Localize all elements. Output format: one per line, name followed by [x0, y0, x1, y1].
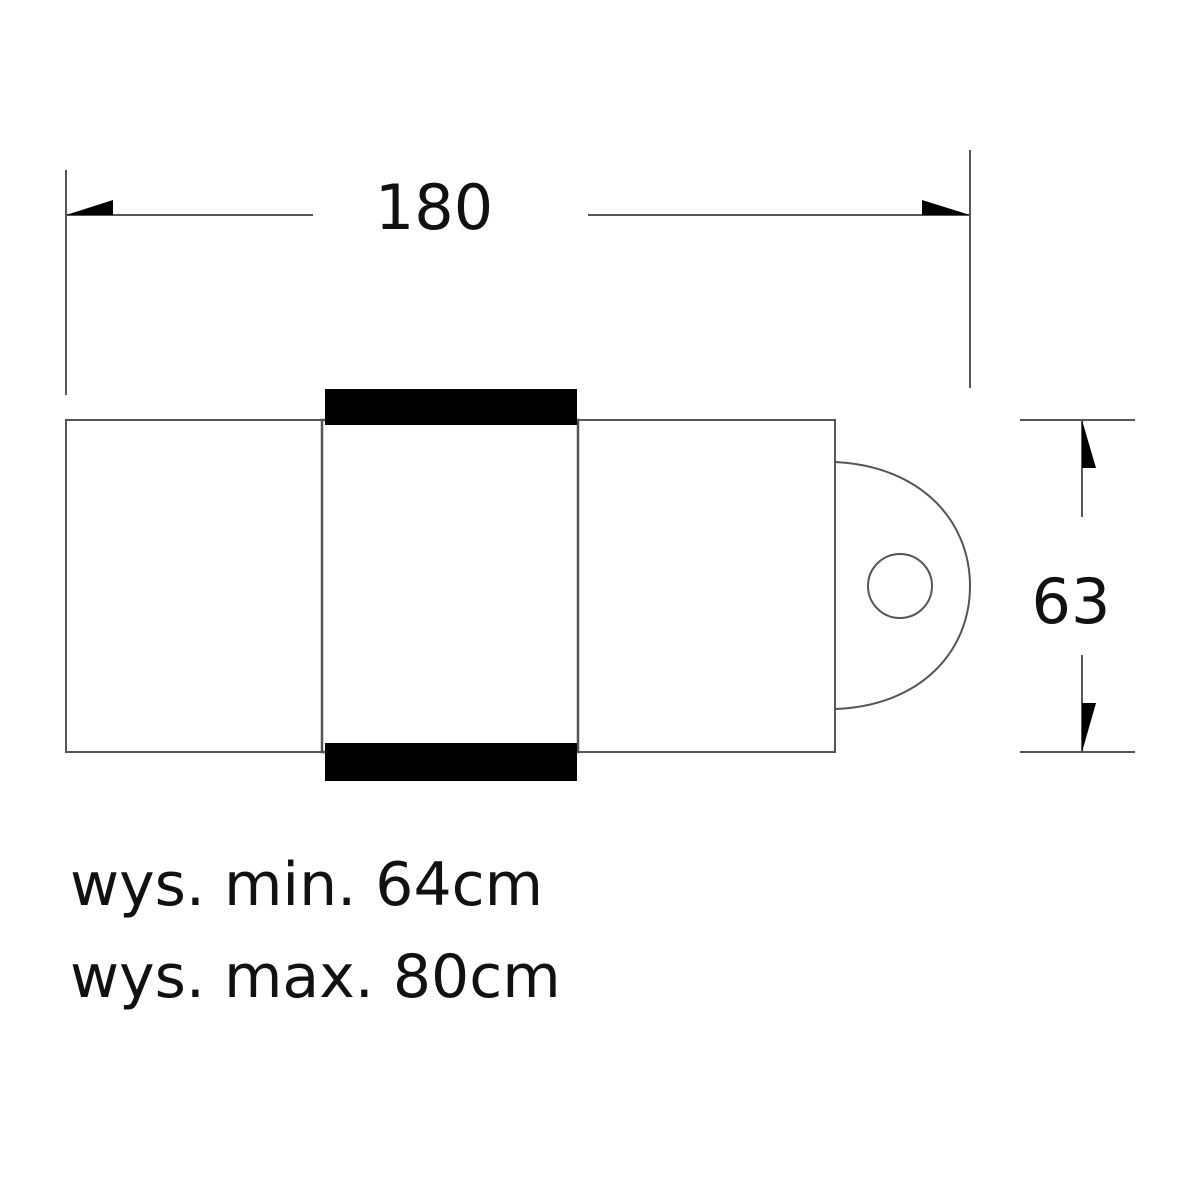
max-height-note: wys. max. 80cm: [70, 942, 561, 1012]
head-rest: [834, 461, 972, 710]
arrow-left-icon: [66, 200, 113, 215]
length-value: 180: [375, 171, 493, 244]
top-band: [325, 389, 577, 425]
length-dimension: 180: [65, 150, 971, 395]
leg-section: [65, 419, 323, 753]
back-section: [577, 419, 836, 753]
height-notes: wys. min. 64cm wys. max. 80cm: [70, 850, 561, 1012]
arrow-up-icon: [1082, 420, 1096, 468]
width-dimension: 63: [1020, 419, 1135, 753]
min-height-note: wys. min. 64cm: [70, 850, 543, 920]
middle-section: [320, 418, 580, 754]
table-body: [65, 389, 972, 781]
arrow-right-icon: [922, 200, 970, 215]
bottom-band: [325, 743, 577, 781]
arrow-down-icon: [1082, 703, 1096, 752]
width-value: 63: [1032, 565, 1111, 638]
face-hole-icon: [867, 553, 933, 619]
